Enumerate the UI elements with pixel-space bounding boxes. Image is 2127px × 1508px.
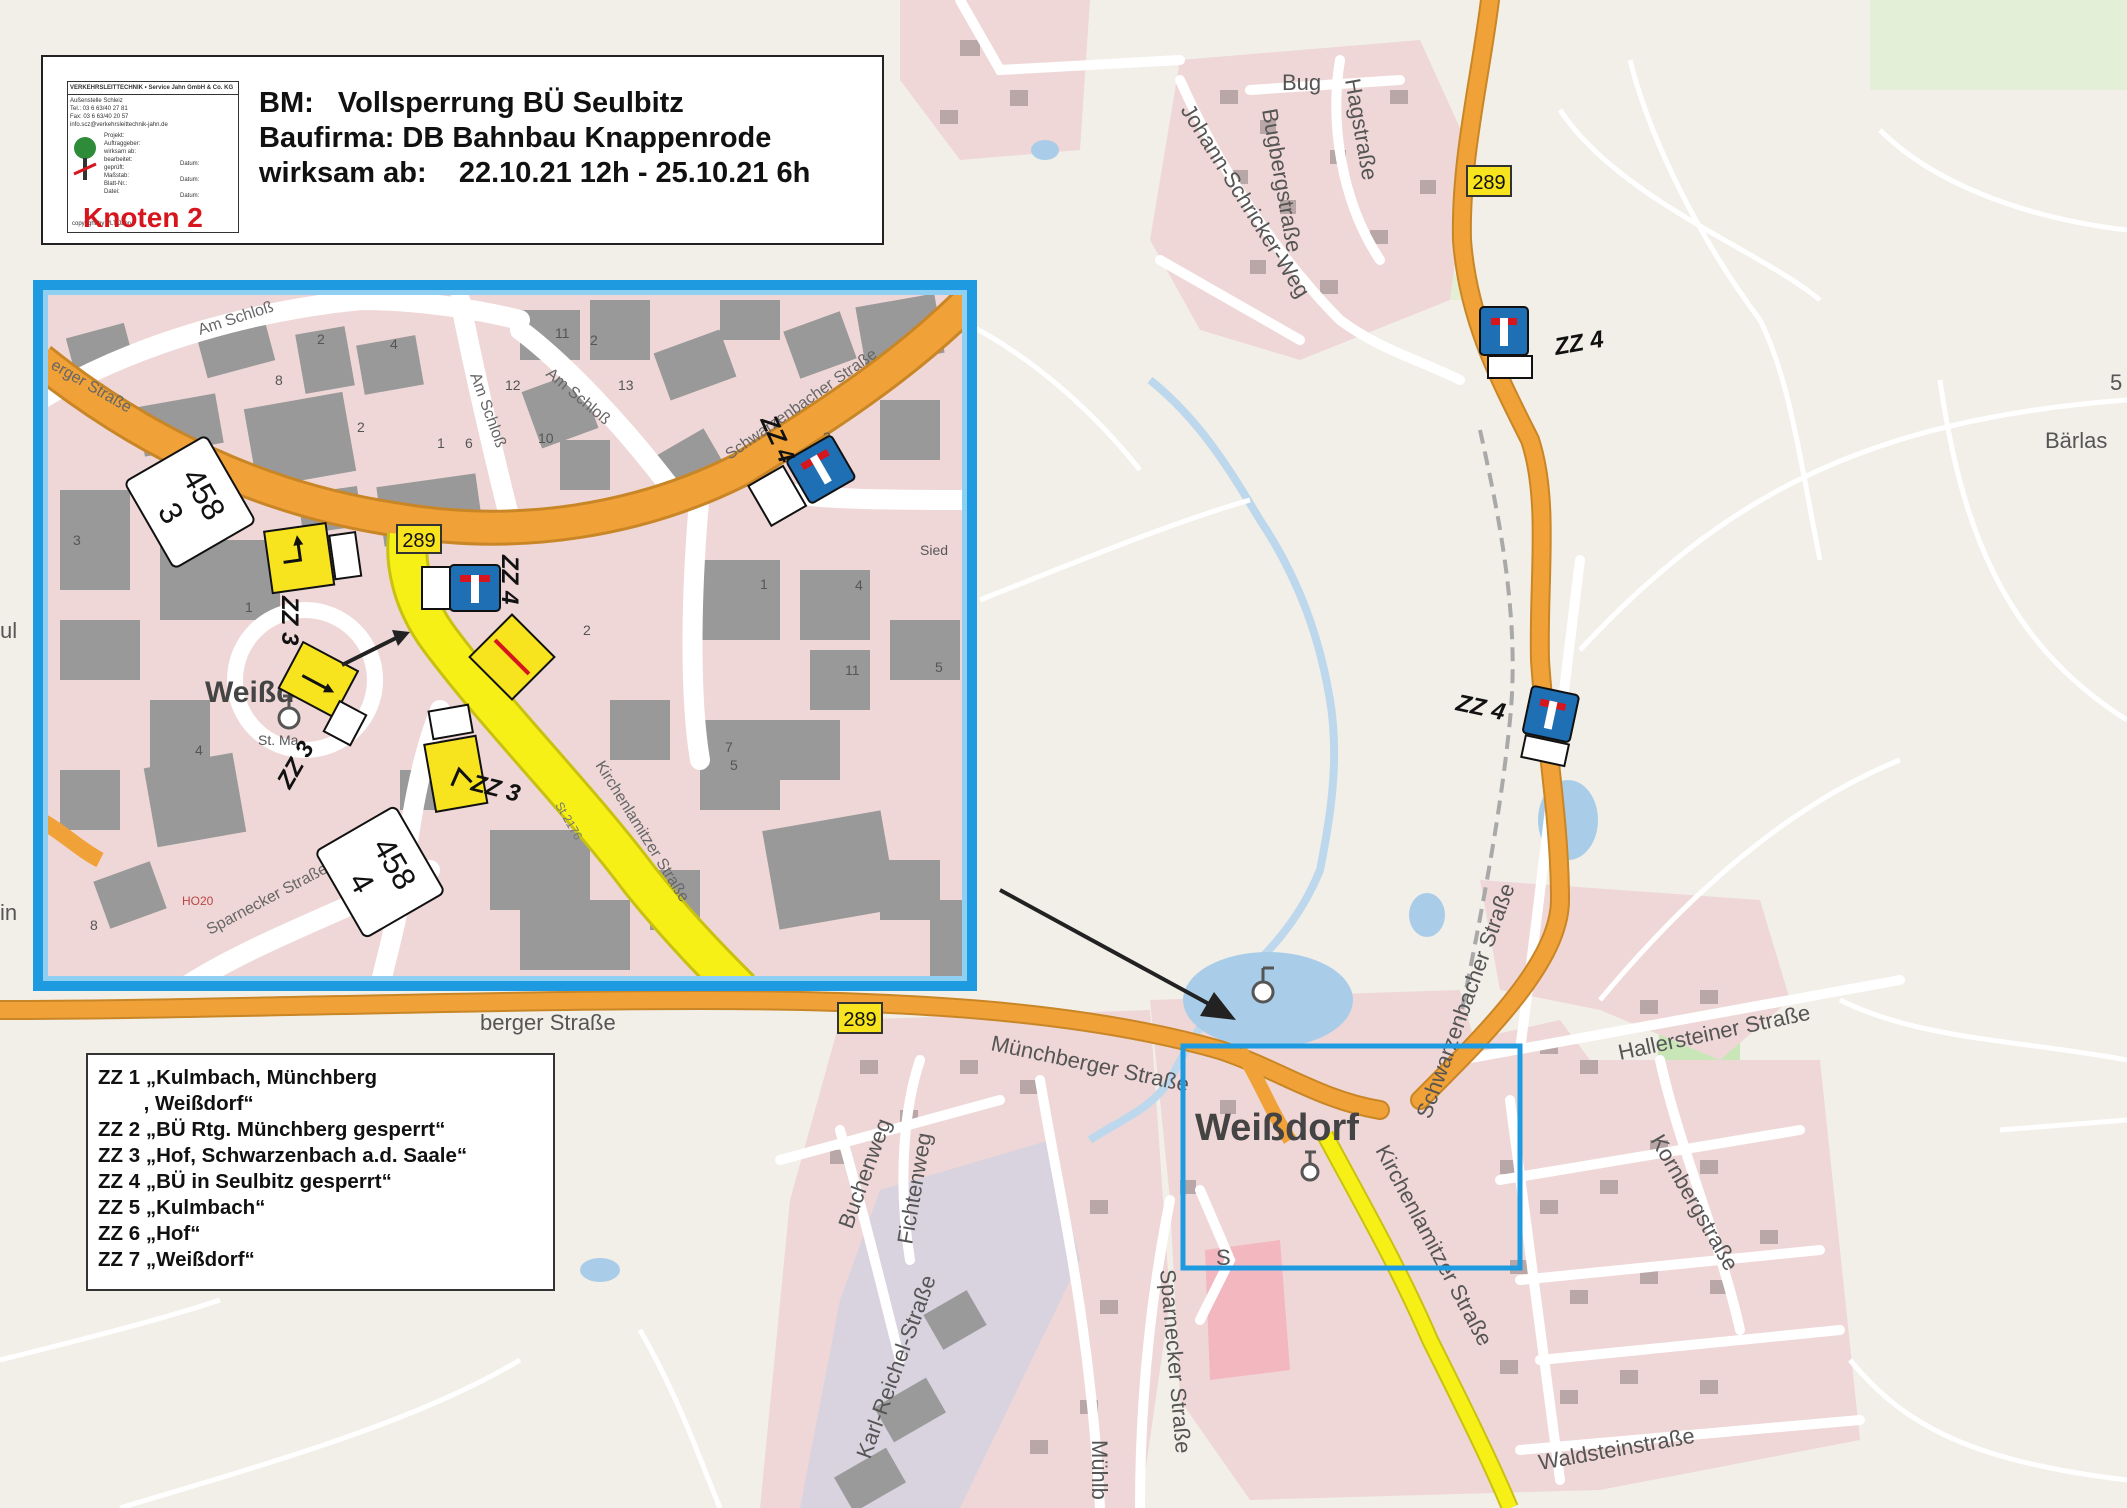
house-number: 1 (437, 435, 445, 451)
house-number: 13 (618, 377, 634, 393)
house-number: 12 (505, 377, 521, 393)
inset-label-weissdorf: Weißd (205, 676, 294, 709)
label-berger-strasse: berger Straße (480, 1010, 616, 1035)
logo-copyright: copyright by VLT Jahn (72, 221, 132, 227)
house-number: 1 (760, 576, 768, 592)
pointer-arrow (999, 888, 1221, 1012)
label-bug: Bug (1282, 70, 1321, 95)
legend-item: ZZ 1 „Kulmbach, Münchberg (98, 1066, 378, 1089)
house-number: 8 (90, 917, 98, 933)
logo-line: Tel.: 03 6 63/40 27 81 (70, 106, 128, 112)
logo-date-label: Datum: (180, 193, 200, 199)
dead-end-sign-middle (1520, 685, 1580, 768)
legend-item: ZZ 3 „Hof, Schwarzenbach a.d. Saale“ (98, 1144, 468, 1167)
logo-field: bearbeitet: (104, 157, 133, 163)
label-left-edge: ul (0, 618, 17, 643)
house-number: 2 (590, 332, 598, 348)
label-s: S (1216, 1245, 1231, 1270)
svg-text:289: 289 (843, 1009, 876, 1031)
house-number: 3 (73, 532, 81, 548)
label-muehlb: Mühlb (1087, 1440, 1112, 1500)
inset-zz3-label-1: ZZ 3 (276, 595, 303, 646)
logo-field: Datei: (104, 189, 120, 195)
legend-box: ZZ 1 „Kulmbach, Münchberg , Weißdorf“ ZZ… (86, 1053, 555, 1291)
legend-item: ZZ 5 „Kulmbach“ (98, 1196, 266, 1219)
inset-yellow-guide-sign-3 (423, 703, 489, 813)
house-number: 2 (357, 419, 365, 435)
house-number: 10 (538, 430, 554, 446)
svg-text:289: 289 (402, 530, 435, 552)
logo-line: Fax: 03 6 63/40 20 57 (70, 114, 129, 120)
legend-item: ZZ 7 „Weißdorf“ (98, 1248, 255, 1271)
label-five: 5 (2110, 370, 2122, 395)
legend-item: ZZ 4 „BÜ in Seulbitz gesperrt“ (98, 1170, 392, 1193)
logo-date-label: Datum: (180, 177, 200, 183)
detail-highlight-box (1180, 1043, 1523, 1271)
dead-end-sign-north (1479, 306, 1533, 379)
tree-icon (73, 137, 97, 180)
detail-inset: Am Schloß Am Schloß Am Schloß erger Stra… (33, 280, 977, 991)
title-line-wirksam: wirksam ab: 22.10.21 12h - 25.10.21 6h (259, 157, 811, 189)
house-number: 1 (245, 599, 253, 615)
inset-number-sign-458-3: 458 3 (125, 436, 255, 568)
house-number: 2 (317, 331, 325, 347)
inset-label-ho20: HO20 (182, 894, 214, 908)
legend-item: ZZ 6 „Hof“ (98, 1222, 201, 1245)
house-number: 4 (195, 742, 203, 758)
logo-field: geprüft: (104, 165, 125, 171)
logo-date-label: Datum: (180, 161, 200, 167)
logo-line: Außenstelle Schleiz (70, 98, 123, 104)
house-number: 11 (845, 662, 860, 678)
inset-invalid-sign-crossed (468, 613, 556, 701)
logo-field: Blatt-Nr.: (104, 181, 128, 187)
house-number: 5 (730, 757, 738, 773)
house-number: 7 (725, 739, 733, 755)
house-number: 11 (555, 325, 570, 341)
inset-yellow-guide-sign-2 (277, 640, 368, 747)
title-box: VERKEHRSLEITTECHNIK • Service Jahn GmbH … (41, 55, 884, 245)
inset-label-sied: Sied (920, 542, 948, 558)
legend-item: , Weißdorf“ (98, 1092, 254, 1115)
inset-zz4-label-center: ZZ 4 (496, 554, 523, 604)
house-number: 5 (935, 659, 943, 675)
house-number: 4 (855, 577, 863, 593)
label-weissdorf: Weißdorf (1195, 1107, 1359, 1149)
inset-dead-end-sign-center (421, 564, 501, 612)
house-number: 2 (583, 622, 591, 638)
title-line-bm: BM: Vollsperrung BÜ Seulbitz (259, 87, 684, 119)
title-line-baufirma: Baufirma: DB Bahnbau Knappenrode (259, 122, 772, 154)
house-number: 4 (390, 336, 398, 352)
house-number: 6 (465, 435, 473, 451)
company-logo: VERKEHRSLEITTECHNIK • Service Jahn GmbH … (67, 81, 239, 233)
logo-field: Auftraggeber: (104, 141, 141, 147)
road-shield-289-north: 289 (1466, 165, 1512, 197)
logo-field: wirksam ab: (104, 149, 137, 155)
inset-dead-end-sign-top (747, 435, 856, 528)
logo-line: info.scz@verkehrsleittechnik-jahn.de (70, 122, 168, 128)
logo-field: Projekt: (104, 133, 125, 139)
label-baerlas: Bärlas (2045, 428, 2107, 453)
knoten-label: Knoten 2 (83, 202, 203, 233)
label-left-edge-2: in (0, 900, 17, 925)
logo-field: Maßstab: (104, 173, 130, 179)
inset-number-sign-458-4: 458 4 (316, 806, 444, 938)
logo-company-name: VERKEHRSLEITTECHNIK • Service Jahn GmbH … (68, 82, 238, 95)
inset-yellow-guide-sign-1 (263, 521, 363, 595)
legend-item: ZZ 2 „BÜ Rtg. Münchberg gesperrt“ (98, 1118, 446, 1141)
inset-road-shield-289: 289 (396, 524, 442, 554)
road-shield-289-south: 289 (837, 1002, 883, 1034)
house-number: 8 (275, 372, 283, 388)
svg-text:289: 289 (1472, 172, 1505, 194)
inset-label-st-ma: St. Ma (258, 732, 299, 748)
